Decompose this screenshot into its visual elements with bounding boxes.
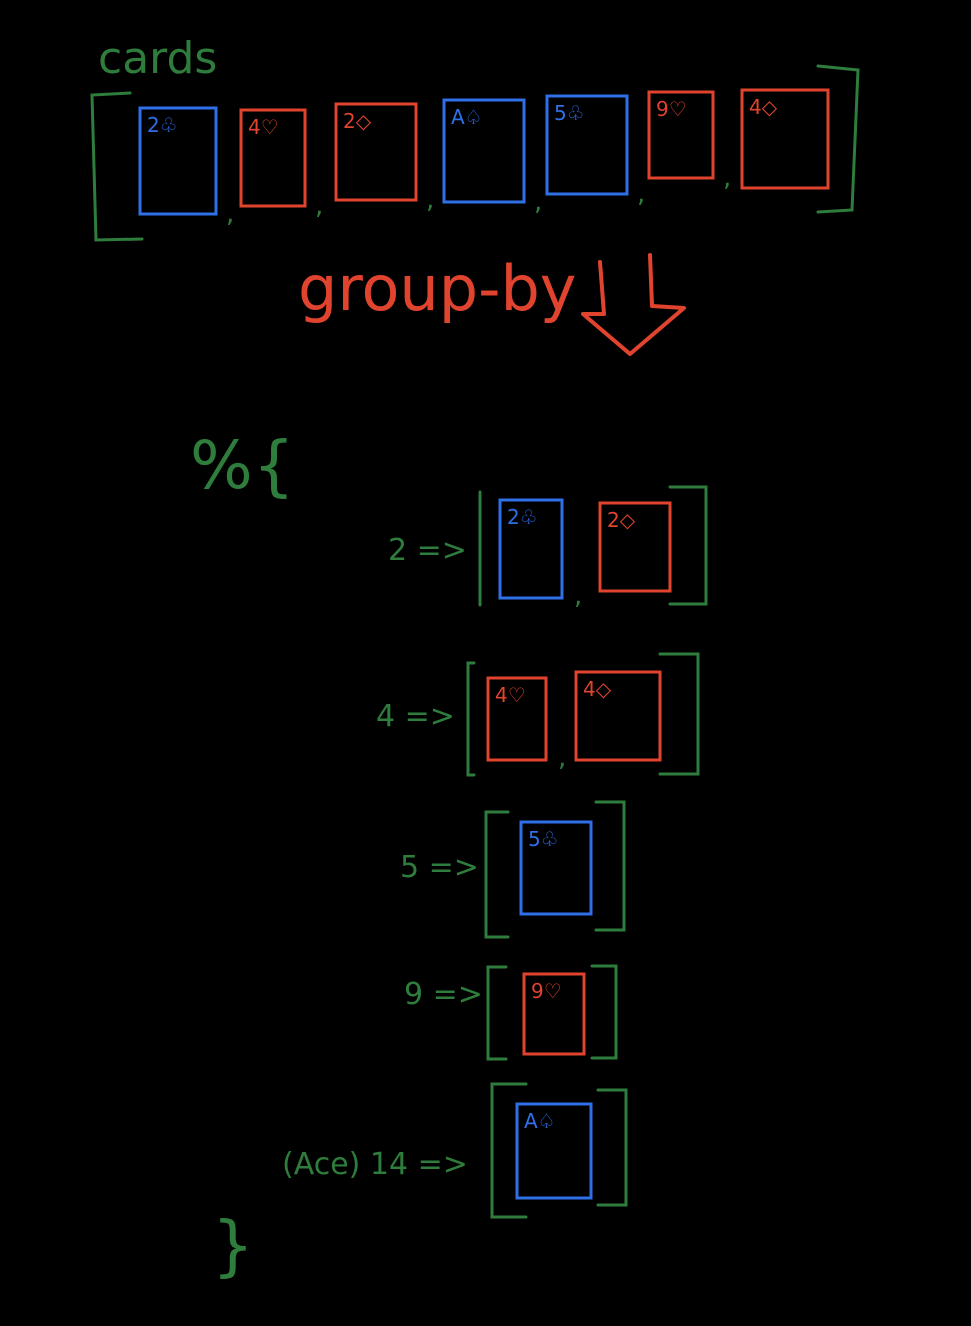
card-label: A♤ bbox=[524, 1109, 556, 1133]
group-right-bracket bbox=[658, 652, 700, 776]
card-label: 4◇ bbox=[749, 95, 778, 119]
card-outline bbox=[334, 102, 418, 202]
playing-card: 2♧ bbox=[498, 498, 564, 600]
card-outline bbox=[442, 98, 526, 204]
card-outline bbox=[138, 106, 218, 216]
group-right-bracket bbox=[594, 800, 626, 932]
card-label: 4♡ bbox=[495, 683, 526, 707]
group-left-bracket bbox=[466, 661, 476, 777]
comma: , bbox=[637, 179, 645, 209]
playing-card: A♤ bbox=[515, 1102, 593, 1200]
comma: , bbox=[226, 199, 234, 229]
card-outline bbox=[545, 94, 629, 196]
group-entry: 9 => 9♡ bbox=[404, 964, 618, 1061]
group-left-bracket bbox=[486, 965, 508, 1061]
down-arrow-icon bbox=[581, 253, 686, 356]
comma: , bbox=[426, 185, 434, 215]
card-label: 4◇ bbox=[583, 677, 612, 701]
input-left-bracket bbox=[90, 91, 144, 242]
group-key: 9 => bbox=[404, 977, 483, 1012]
card-outline bbox=[647, 90, 715, 180]
playing-card: 4♡ bbox=[239, 108, 307, 208]
playing-card: 9♡ bbox=[522, 972, 586, 1056]
group-key: (Ace) 14 => bbox=[282, 1147, 468, 1182]
group-key: 2 => bbox=[388, 533, 467, 568]
playing-card: 2◇ bbox=[598, 501, 672, 593]
playing-card: 5♧ bbox=[545, 94, 629, 196]
card-label: 4♡ bbox=[248, 115, 279, 139]
group-right-bracket bbox=[668, 485, 708, 606]
card-label: 5♧ bbox=[554, 101, 585, 125]
grouped-map: 2 => 2♧, 2◇ 4 => 4♡, 4◇ 5 => 5♧ 9 => 9♡ (Ace) 14 =… bbox=[282, 485, 708, 1219]
comma: , bbox=[534, 187, 542, 217]
playing-card: 5♧ bbox=[519, 820, 593, 916]
card-outline bbox=[574, 670, 662, 762]
card-label: 2♧ bbox=[147, 113, 178, 137]
cards-label: cards bbox=[98, 33, 217, 84]
playing-card: A♤ bbox=[442, 98, 526, 204]
card-label: 9♡ bbox=[531, 979, 562, 1003]
card-label: 2◇ bbox=[343, 109, 372, 133]
card-outline bbox=[598, 501, 672, 593]
playing-card: 4◇ bbox=[740, 88, 830, 190]
map-open-brace: %{ bbox=[190, 427, 295, 504]
card-outline bbox=[519, 820, 593, 916]
group-right-bracket bbox=[596, 1088, 628, 1207]
playing-card: 2◇ bbox=[334, 102, 418, 202]
input-right-bracket bbox=[816, 64, 860, 214]
card-outline bbox=[740, 88, 830, 190]
card-outline bbox=[522, 972, 586, 1056]
card-outline bbox=[515, 1102, 593, 1200]
card-label: 2♧ bbox=[507, 505, 538, 529]
group-key: 4 => bbox=[376, 699, 455, 734]
playing-card: 4♡ bbox=[486, 676, 548, 762]
group-right-bracket bbox=[590, 964, 618, 1060]
card-outline bbox=[239, 108, 307, 208]
card-label: A♤ bbox=[451, 105, 483, 129]
group-left-bracket bbox=[484, 810, 510, 939]
group-entry: (Ace) 14 => A♤ bbox=[282, 1082, 628, 1219]
playing-card: 2♧ bbox=[138, 106, 218, 216]
map-close-brace: } bbox=[212, 1207, 254, 1284]
card-label: 9♡ bbox=[656, 97, 687, 121]
group-entry: 5 => 5♧ bbox=[400, 800, 626, 939]
group-by-label: group-by bbox=[298, 252, 577, 325]
comma: , bbox=[574, 581, 582, 611]
group-entry: 4 => 4♡, 4◇ bbox=[376, 652, 700, 777]
group-key: 5 => bbox=[400, 850, 479, 885]
playing-card: 9♡ bbox=[647, 90, 715, 180]
playing-card: 4◇ bbox=[574, 670, 662, 762]
comma: , bbox=[315, 191, 323, 221]
card-outline bbox=[498, 498, 564, 600]
card-label: 2◇ bbox=[607, 508, 636, 532]
comma: , bbox=[723, 163, 731, 193]
group-entry: 2 => 2♧, 2◇ bbox=[388, 485, 708, 611]
card-outline bbox=[486, 676, 548, 762]
card-label: 5♧ bbox=[528, 827, 559, 851]
group-left-bracket bbox=[490, 1082, 528, 1219]
input-card-list: 2♧, 4♡, 2◇, A♤, 5♧, 9♡, 4◇ bbox=[138, 88, 830, 229]
comma: , bbox=[558, 743, 566, 773]
